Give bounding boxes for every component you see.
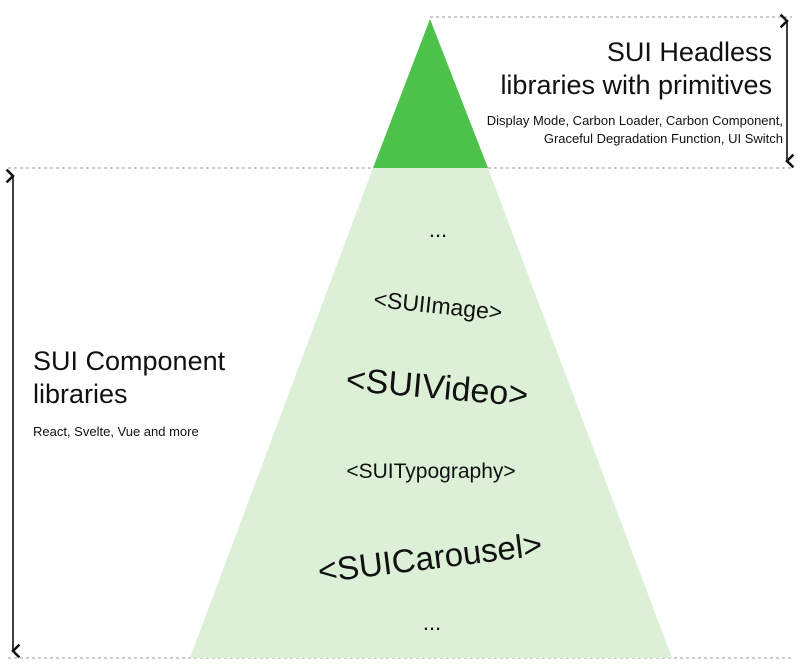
component-title-line-1: SUI Component (33, 346, 226, 376)
component-libraries-subtitle: React, Svelte, Vue and more (33, 424, 199, 439)
sui-typography-component: <SUITypography> (346, 460, 516, 483)
headless-title-line-2: libraries with primitives (500, 70, 772, 100)
headless-title-line-1: SUI Headless (606, 37, 772, 67)
headless-subtitle-line-1: Display Mode, Carbon Loader, Carbon Comp… (486, 113, 783, 128)
headless-libraries-subtitle: Display Mode, Carbon Loader, Carbon Comp… (487, 112, 783, 148)
pyramid-tip (373, 19, 488, 168)
pyramid-base (190, 168, 672, 658)
ellipsis-bottom: ... (422, 610, 442, 635)
headless-subtitle-line-2: Graceful Degradation Function, UI Switch (543, 131, 783, 146)
component-title-line-2: libraries (33, 379, 128, 409)
component-libraries-title: SUI Component libraries (33, 345, 225, 411)
ellipsis-top: ... (428, 217, 448, 242)
headless-libraries-title: SUI Headless libraries with primitives (500, 36, 772, 102)
